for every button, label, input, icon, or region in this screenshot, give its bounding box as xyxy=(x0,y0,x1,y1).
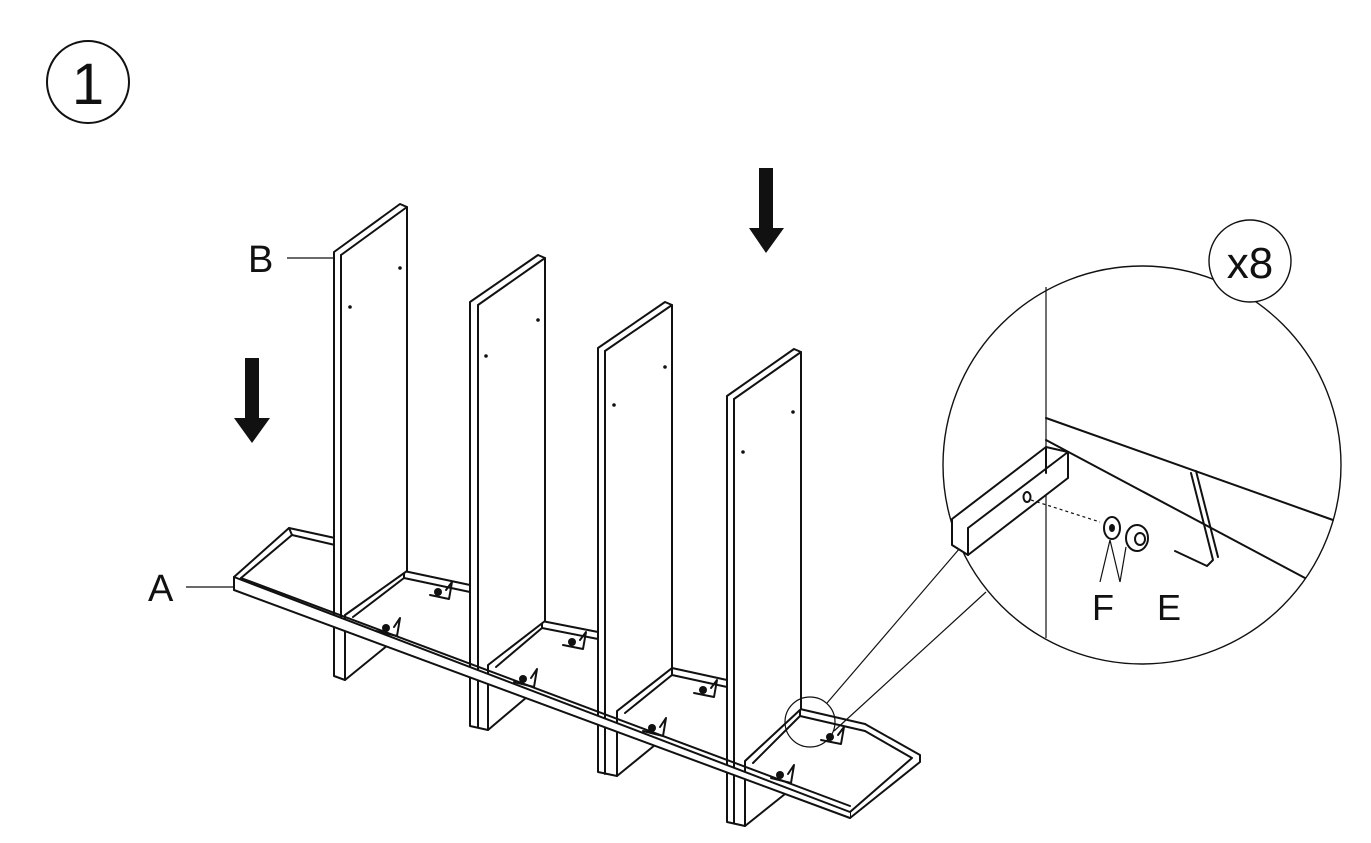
down-arrow-icon xyxy=(749,168,784,253)
panel-b xyxy=(597,301,673,777)
cam-connector-icon xyxy=(820,726,845,745)
panel-b xyxy=(726,348,802,827)
step-badge: 1 xyxy=(46,40,130,124)
cam-connector-icon xyxy=(429,581,453,600)
key-label: E xyxy=(1157,587,1181,628)
quantity-label: x8 xyxy=(1227,239,1273,288)
cam-connector-icon xyxy=(770,764,795,784)
connector-label: F xyxy=(1092,587,1114,628)
cam-connector-icon xyxy=(562,631,587,650)
detail-magnified-circle xyxy=(942,265,1342,665)
step-number: 1 xyxy=(72,52,104,117)
cam-connector-icon xyxy=(1103,516,1149,552)
panel-label: B xyxy=(248,239,273,281)
quantity-circle-icon xyxy=(1208,219,1292,303)
panel-b xyxy=(469,254,546,731)
detail-callout: F E xyxy=(784,265,1342,748)
panel-b xyxy=(333,203,408,681)
quantity-badge: x8 xyxy=(1208,219,1292,303)
cam-connector-icon xyxy=(693,679,718,698)
cam-connector-icon xyxy=(642,717,667,737)
label-a: A xyxy=(148,568,234,610)
down-arrow-icon xyxy=(234,358,270,443)
allen-key-icon xyxy=(1174,470,1219,567)
step-number-icon xyxy=(46,40,130,124)
detail-source-circle xyxy=(784,696,836,748)
cam-connector-icon xyxy=(513,668,538,688)
cam-connector-icon xyxy=(375,617,401,637)
label-b: B xyxy=(248,239,334,281)
frame-a-front-rail xyxy=(233,576,851,819)
frame-label: A xyxy=(148,568,174,610)
